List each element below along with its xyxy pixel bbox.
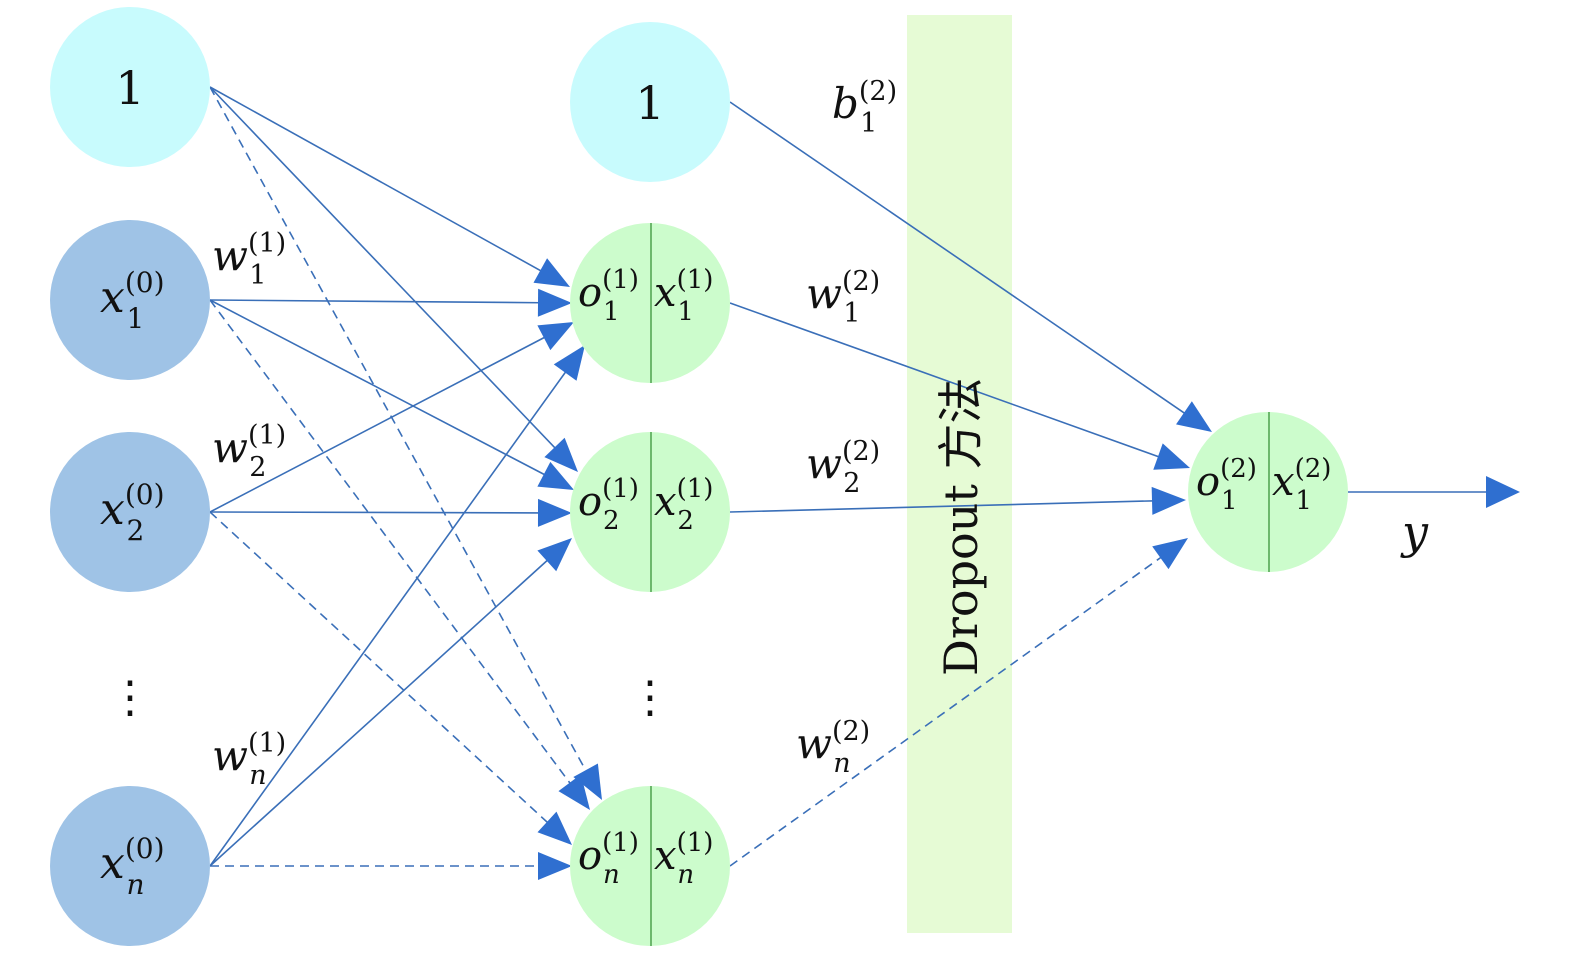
hidden-node-2-x-label: x(1)2 (654, 474, 713, 536)
edge-bias-to-h2 (209, 86, 558, 451)
edge-bias-to-h1-arrowhead (533, 258, 570, 287)
weight-w2-1-label: w(1)2 (212, 420, 286, 483)
edge-x2-to-h1 (209, 335, 548, 513)
hidden-node-n (570, 786, 730, 946)
weight-wn-1-label: w(1)n (212, 728, 286, 791)
hidden-node-1-o-label: o(1)1 (578, 265, 639, 327)
hidden-node-1 (570, 223, 730, 383)
edge-h1-to-out-arrowhead (1153, 443, 1190, 470)
input-layer: 1 x(0)1 x(0)2 ⋮ x(0)n (50, 7, 210, 946)
hidden-bias-label: 1 (635, 76, 664, 130)
edge-output-y-arrowhead (1486, 476, 1520, 508)
edge-x1-to-hn (209, 299, 573, 787)
input-node-1-label: x(0)1 (100, 266, 165, 335)
bias-weight-b1-2-label: b(2)1 (832, 76, 897, 139)
dropout-band (907, 15, 1012, 933)
output-y-label: y (1400, 505, 1429, 559)
edge-hbias-to-out-arrowhead (1176, 401, 1212, 432)
output-node-x-label: x(2)1 (1272, 454, 1331, 516)
hidden-node-2 (570, 432, 730, 592)
edge-bias-to-hn (209, 86, 589, 775)
output-node (1188, 412, 1348, 572)
hidden-vdots: ⋮ (628, 672, 672, 723)
weights-layer-2: b(2)1 w(2)1 w(2)2 w(2)n (796, 76, 897, 779)
edge-h2-to-out-arrowhead (1151, 486, 1186, 515)
input-bias-label: 1 (115, 61, 144, 115)
edge-x1-to-h1-arrowhead (537, 288, 572, 317)
weights-layer-1: w(1)1 w(1)2 w(1)n (212, 228, 286, 791)
input-node-1 (50, 220, 210, 380)
input-node-2 (50, 432, 210, 592)
edge-xn-to-h1 (209, 368, 569, 867)
edge-x1-to-h2-arrowhead (537, 461, 574, 490)
edge-hn-to-out-arrowhead (1152, 538, 1188, 570)
edges (209, 86, 1520, 880)
weight-w1-2-label: w(2)1 (806, 266, 880, 329)
hidden-node-n-x-label: x(1)n (654, 828, 713, 890)
edge-x2-to-h2 (209, 511, 543, 514)
weight-w1-1-label: w(1)1 (212, 228, 286, 291)
edge-x1-to-hn-arrowhead (558, 774, 590, 810)
dropout-label: Dropout 方法 (934, 378, 988, 676)
input-node-n (50, 786, 210, 946)
edge-x1-to-h1 (209, 299, 543, 304)
edge-x2-to-hn (209, 511, 551, 826)
edge-bias-to-h2-arrowhead (544, 437, 578, 472)
edge-xn-to-hn-arrowhead (538, 852, 572, 880)
input-node-n-label: x(0)n (100, 832, 165, 901)
hidden-node-n-o-label: o(1)n (578, 828, 639, 890)
edge-xn-to-h2 (209, 557, 551, 867)
hidden-bias-node (570, 22, 730, 182)
weight-w2-2-label: w(2)2 (806, 436, 880, 499)
hidden-node-2-o-label: o(1)2 (578, 474, 639, 536)
output-layer: o(2)1 x(2)1 y (1188, 412, 1429, 572)
edge-h1-to-out (729, 302, 1163, 459)
weight-wn-2-label: w(2)n (796, 716, 870, 779)
edge-x2-to-hn-arrowhead (537, 811, 572, 845)
input-node-2-label: x(0)2 (100, 478, 165, 547)
edge-bias-to-h1 (209, 86, 545, 274)
edge-xn-to-h1-arrowhead (553, 345, 585, 381)
edge-x2-to-h1-arrowhead (537, 322, 574, 351)
input-vdots: ⋮ (108, 672, 152, 723)
output-node-o-label: o(2)1 (1196, 454, 1257, 516)
input-bias-node (50, 7, 210, 167)
edge-h2-to-out (729, 499, 1157, 513)
edge-xn-to-h2-arrowhead (537, 538, 572, 572)
edge-hbias-to-out (729, 101, 1188, 416)
edge-x1-to-h2 (209, 299, 548, 477)
hidden-node-1-x-label: x(1)1 (654, 265, 713, 327)
edge-bias-to-hn-arrowhead (573, 763, 602, 800)
edge-x2-to-h2-arrowhead (537, 498, 572, 527)
hidden-layer: 1 o(1)1 x(1)1 o(1)2 x(1)2 ⋮ o(1)n x(1)n (570, 22, 730, 946)
